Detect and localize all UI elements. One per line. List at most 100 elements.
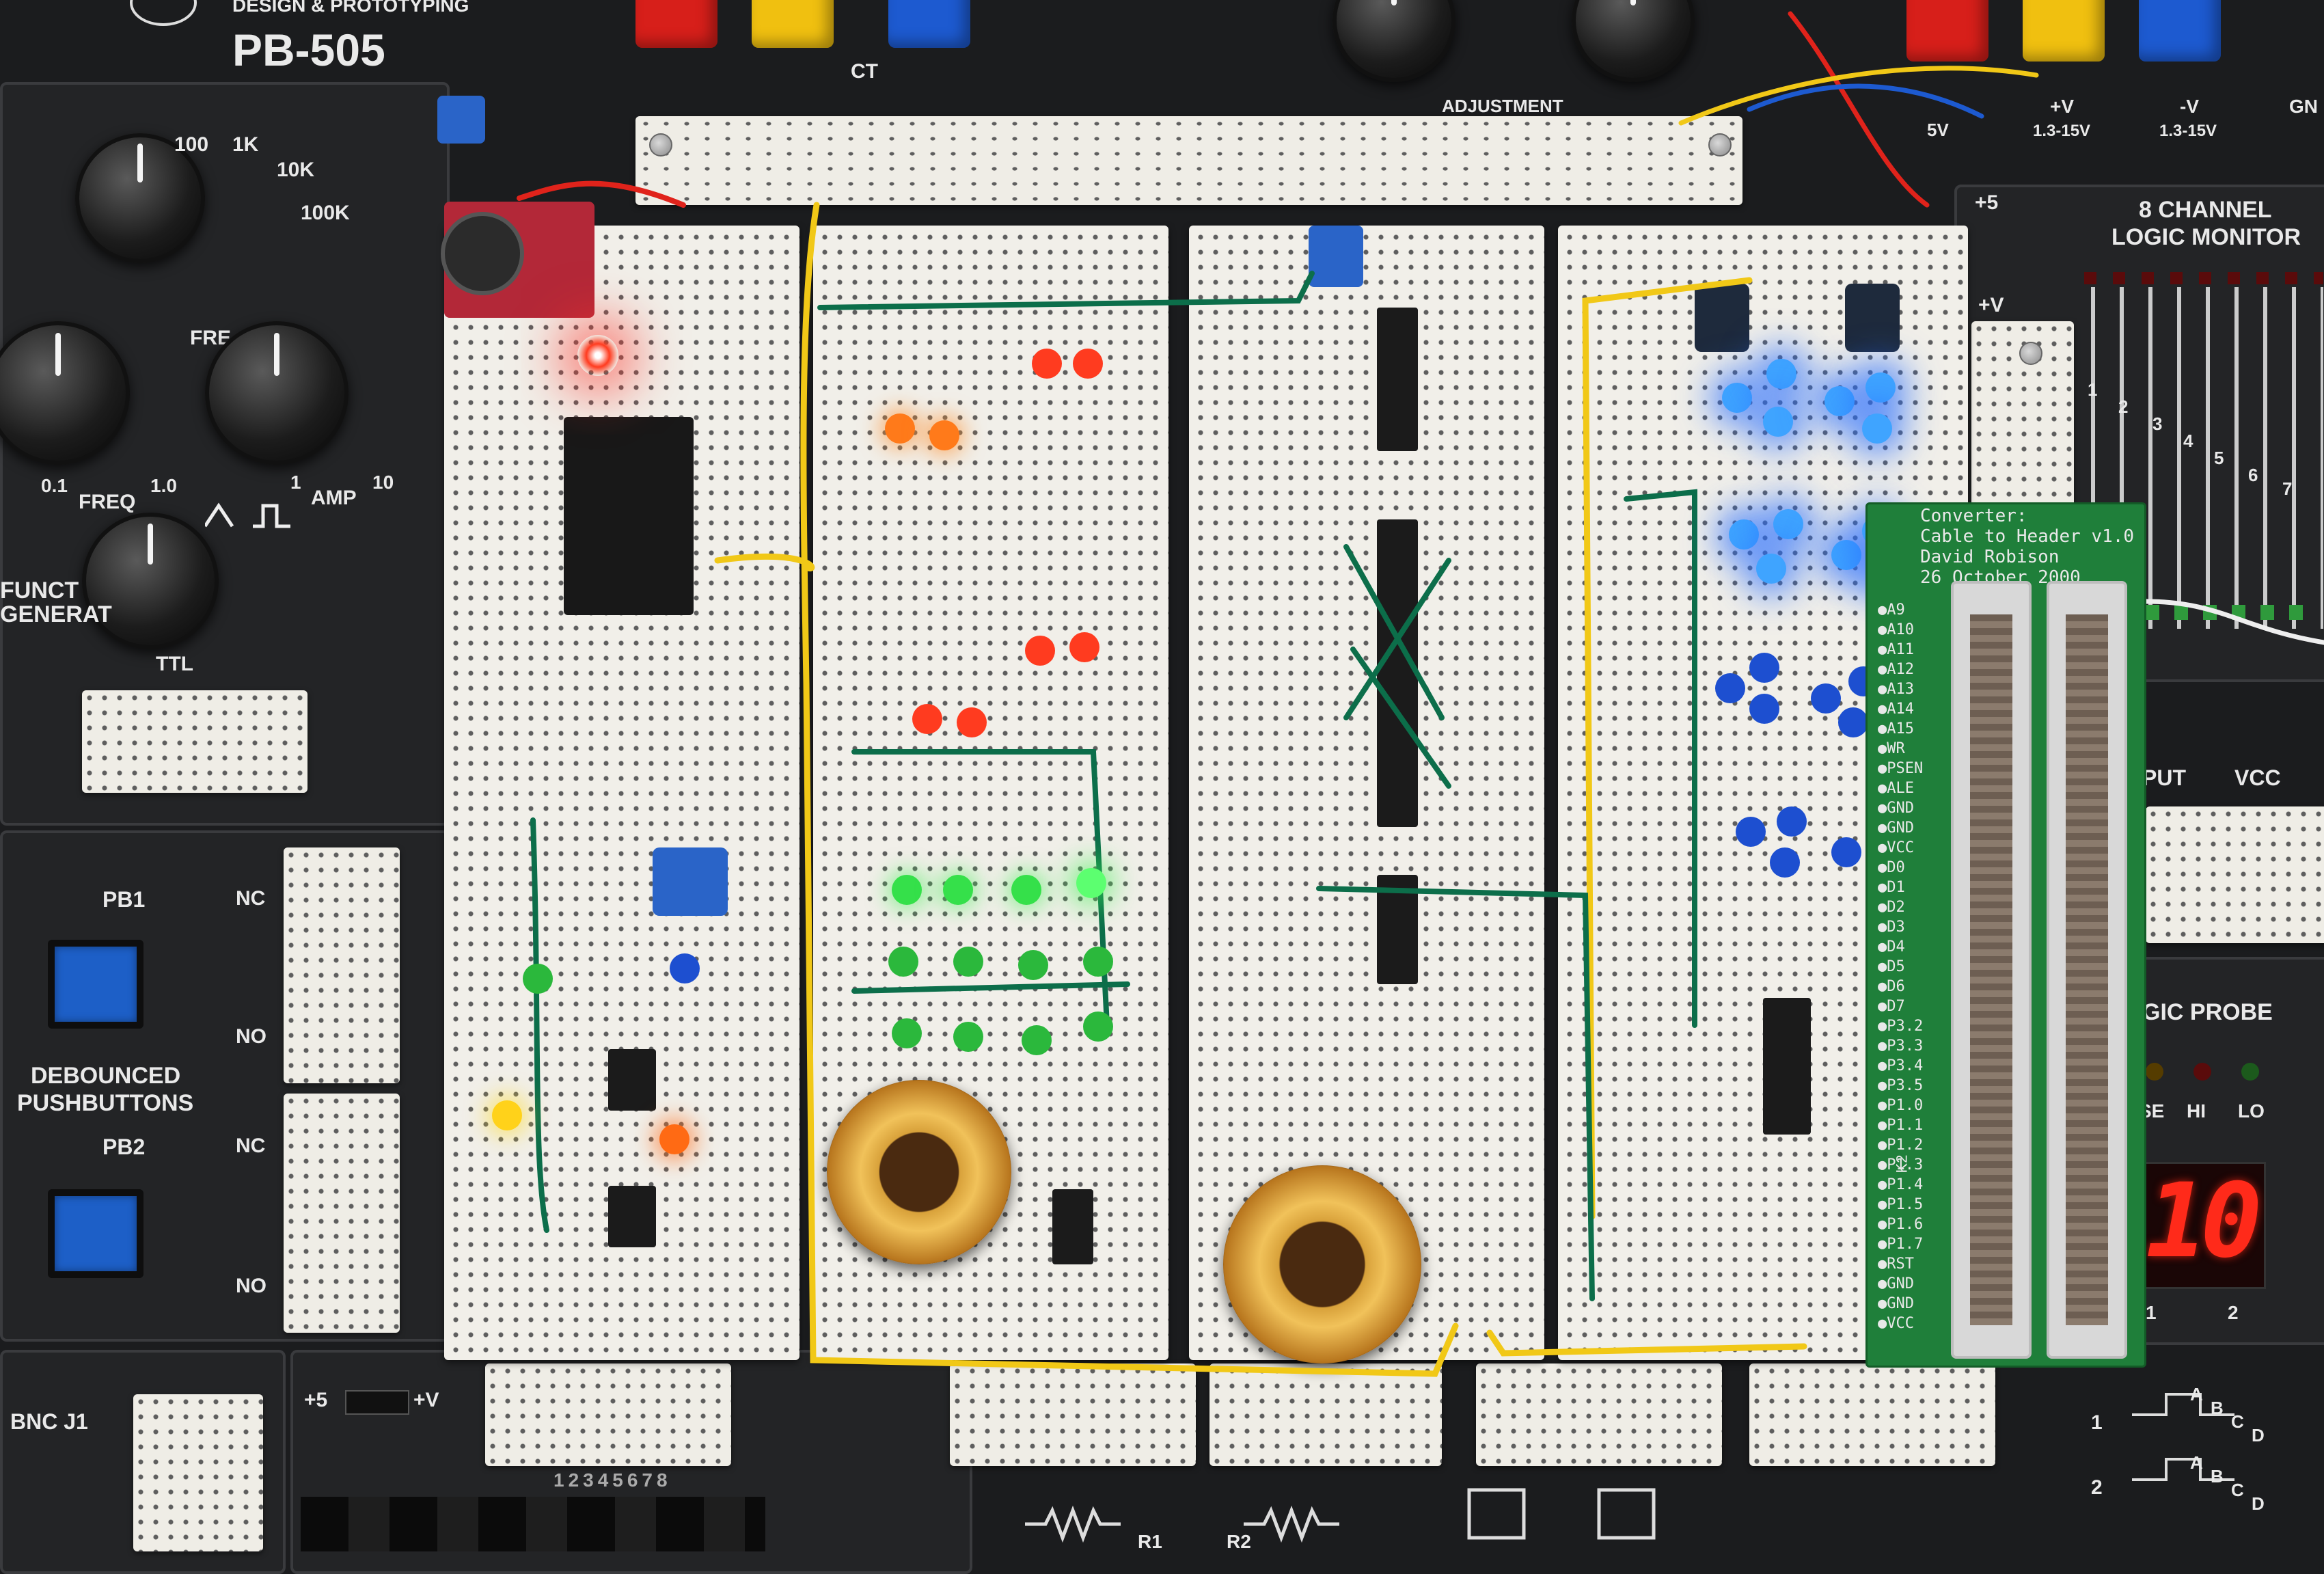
supply-plus-range: 1.3-15V: [2033, 122, 2091, 140]
led-green: [1018, 950, 1048, 980]
led-green: [1083, 1012, 1113, 1042]
supply-gnd-label: GN: [2289, 96, 2318, 117]
pcb-pin-label: ●D7: [1878, 998, 1905, 1015]
pb1-terminal-strip[interactable]: [284, 847, 400, 1083]
pcb-pin-label: ●P1.5: [1878, 1196, 1924, 1213]
microphone-capsule: [441, 212, 524, 295]
pcb-pin-label: ●PSEN: [1878, 760, 1924, 777]
potentiometer-blue[interactable]: [437, 96, 485, 144]
binding-post-blue-2[interactable]: [2139, 0, 2221, 62]
led-red: [577, 335, 618, 376]
switch-plusv-label: +V: [413, 1389, 439, 1411]
probe-led-se: [2146, 1063, 2163, 1081]
ic-chip: [1052, 1189, 1093, 1264]
led-green: [892, 1018, 922, 1048]
ic-chip: [1377, 308, 1418, 451]
pcb-line-3: David Robison: [1920, 547, 2060, 567]
pcb-pin-label: ●P3.5: [1878, 1077, 1924, 1094]
led-green: [1011, 875, 1041, 905]
breadboard-3[interactable]: [1189, 226, 1544, 1360]
led-blue: [1749, 694, 1779, 724]
toroid-inductor: [1223, 1165, 1421, 1363]
bottom-strip-3[interactable]: [1209, 1363, 1442, 1466]
lm-channel-2: 2: [2118, 396, 2129, 417]
probe-led-lo: [2241, 1063, 2259, 1081]
input-vcc-strip[interactable]: [2146, 806, 2324, 943]
led-blue: [1756, 554, 1786, 584]
pushbuttons-title-1: DEBOUNCED: [31, 1063, 181, 1089]
led-blue: [1749, 653, 1779, 683]
bottom-strip-1[interactable]: [485, 1363, 731, 1466]
pcb-pin-label: ●GND: [1878, 1275, 1914, 1292]
led-blue: [1766, 359, 1796, 389]
pcb-pin-label: ●D4: [1878, 938, 1905, 955]
clock-label-b1: B: [2211, 1398, 2224, 1418]
pcb-line-1: Converter:: [1920, 506, 2027, 526]
pb2-terminal-strip[interactable]: [284, 1094, 400, 1333]
pcb-pin-label: ●D2: [1878, 899, 1905, 916]
range-knob[interactable]: [75, 133, 205, 263]
breadboard-1[interactable]: [444, 226, 799, 1360]
binding-post-yellow-1[interactable]: [752, 0, 834, 48]
power-rail-top[interactable]: [635, 116, 1742, 205]
display-sub-1: 1: [2146, 1302, 2157, 1323]
pushbutton-1[interactable]: [48, 940, 143, 1029]
led-yellow: [492, 1100, 522, 1130]
supply-select-switch[interactable]: [345, 1390, 409, 1415]
generator-label: GENERAT: [0, 601, 112, 627]
led-orange: [929, 420, 959, 450]
amp-scale-max: 10: [372, 472, 394, 493]
logic-probe-title: GIC PROBE: [2142, 999, 2273, 1025]
board-screw: [1708, 133, 1732, 157]
led-green: [888, 947, 918, 977]
bnc-terminal-strip[interactable]: [133, 1394, 263, 1551]
pcb-pin-label: ●P1.0: [1878, 1097, 1924, 1114]
adjustment-label: ADJUSTMENT: [1442, 96, 1563, 116]
pb2-label: PB2: [102, 1135, 146, 1159]
pcb-pin-label: ●GND: [1878, 800, 1914, 817]
binding-post-blue-1[interactable]: [888, 0, 970, 48]
electrolytic-capacitor: [1695, 284, 1749, 352]
dip-switch-bank[interactable]: [301, 1497, 765, 1551]
ct-label: CT: [851, 60, 878, 83]
lm-channel-7: 7: [2282, 478, 2293, 499]
waveform-icons: [205, 502, 290, 528]
pb1-no-label: NO: [236, 1025, 266, 1048]
ribbon-header-2[interactable]: [2047, 581, 2127, 1359]
potentiometer-blue[interactable]: [653, 847, 728, 916]
pcb-pin-label: ●A15: [1878, 720, 1914, 737]
led-blue: [1763, 407, 1793, 437]
binding-post-red-1[interactable]: [635, 0, 717, 48]
clock-row-2: 2: [2091, 1476, 2103, 1499]
led-blue: [1838, 707, 1868, 737]
led-red: [957, 707, 987, 737]
bottom-strip-5[interactable]: [1749, 1363, 1995, 1466]
clock-label-c1: C: [2231, 1411, 2244, 1432]
supply-minusv-label: -V: [2180, 96, 2199, 117]
bottom-strip-4[interactable]: [1476, 1363, 1722, 1466]
freq-knob[interactable]: [0, 321, 130, 465]
ribbon-header-1[interactable]: [1951, 581, 2032, 1359]
logic-probe-lo: LO: [2238, 1100, 2265, 1122]
pushbutton-2[interactable]: [48, 1189, 143, 1278]
electrolytic-capacitor: [1845, 284, 1900, 352]
fg-output-strip[interactable]: [82, 690, 307, 793]
lm-channel-4: 4: [2183, 431, 2193, 451]
voltage-regulator-heatsink: [564, 417, 694, 615]
amp-scale-min: 1: [290, 472, 301, 493]
toroid-inductor: [827, 1080, 1011, 1264]
binding-post-red-2[interactable]: [1906, 0, 1988, 62]
function-label: FUNCT: [0, 578, 79, 603]
potentiometer-blue[interactable]: [1309, 226, 1363, 287]
led-blue: [1831, 837, 1861, 867]
led-blue: [1773, 509, 1803, 539]
pb2-no-label: NO: [236, 1275, 266, 1297]
waveform-knob[interactable]: [82, 513, 219, 649]
binding-post-yellow-2[interactable]: [2023, 0, 2105, 62]
brand-line: DESIGN & PROTOTYPING: [232, 0, 469, 16]
pb1-label: PB1: [102, 887, 146, 912]
bottom-strip-2[interactable]: [950, 1363, 1196, 1466]
pcb-pin-label: ●D1: [1878, 879, 1905, 896]
pcb-pin-label: ●GND: [1878, 1295, 1914, 1312]
amp-knob[interactable]: [205, 321, 348, 465]
